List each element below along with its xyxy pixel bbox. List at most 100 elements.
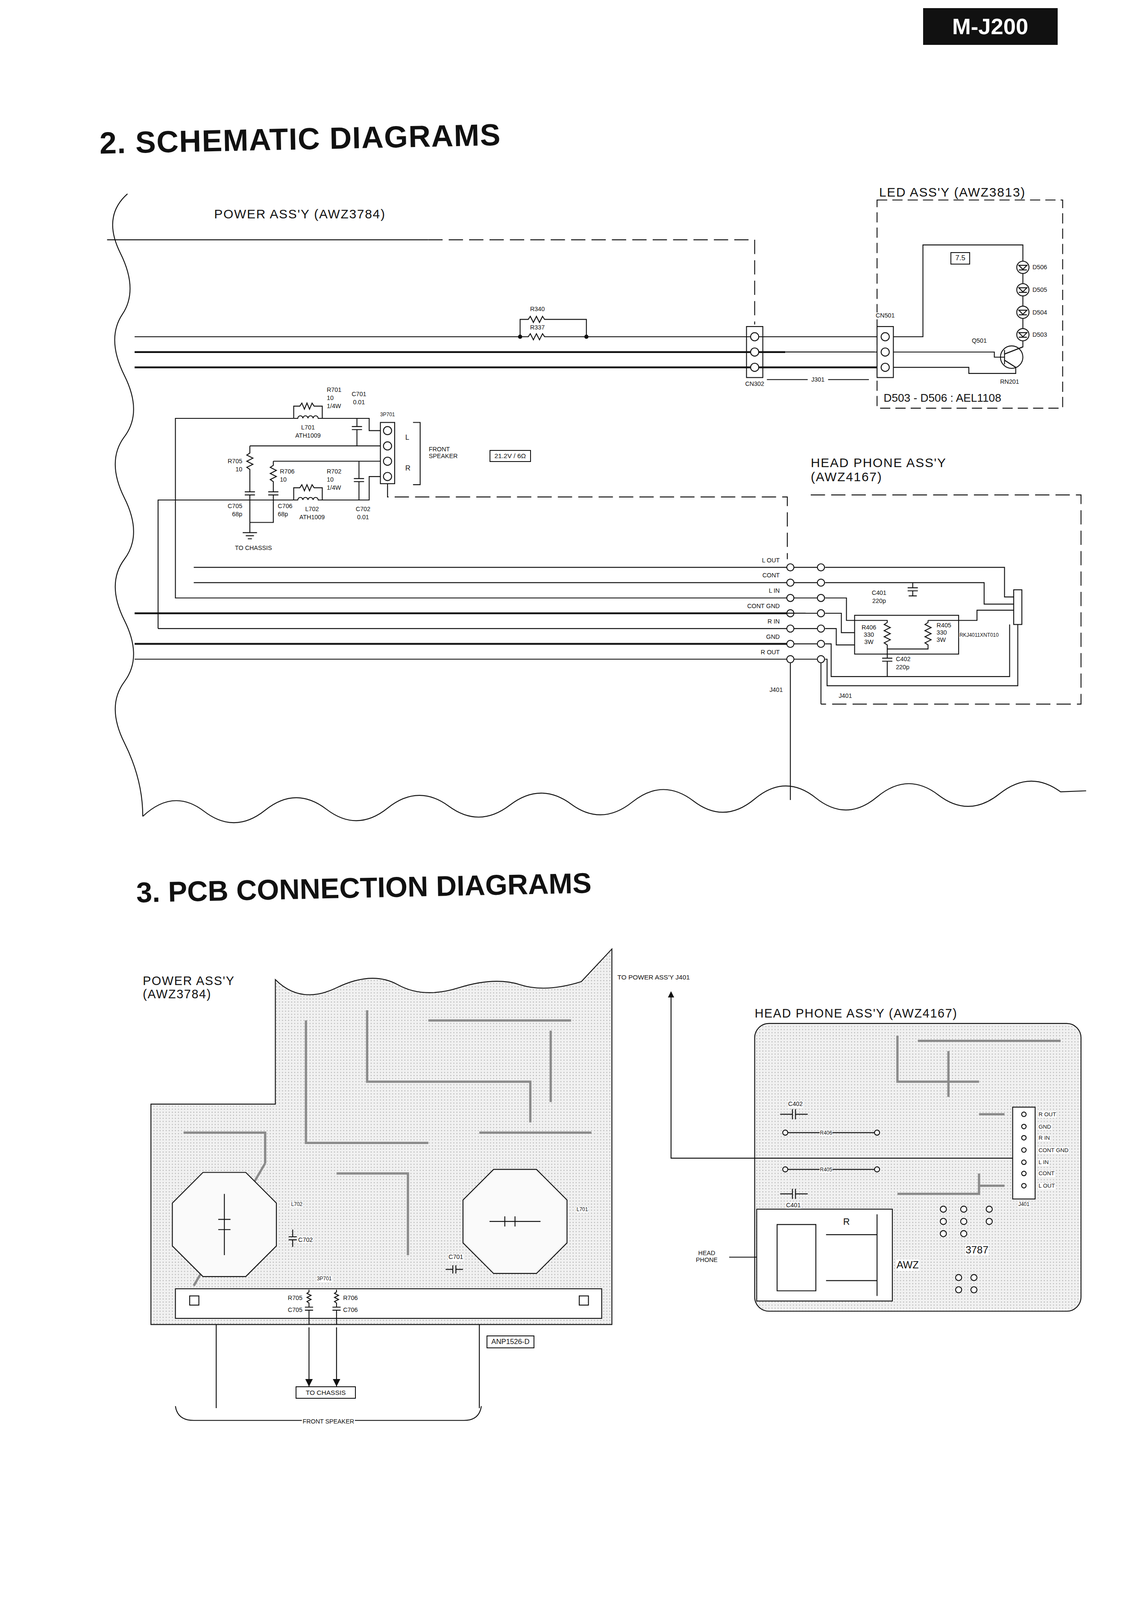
capacitor-symbol [288,1228,297,1247]
wire-connector [336,1326,338,1386]
wire [175,418,788,598]
title-anchor: 2. SCHEMATIC DIAGRAMS [98,117,502,160]
component-label: GND [765,633,781,641]
capacitor-symbol [445,1264,464,1273]
torn-edge [142,780,1086,823]
label-anchor: R405 [936,621,952,630]
component-label: R405 [936,622,952,630]
label-anchor: TO CHASSIS [234,543,273,552]
component-label: C701 [448,1253,464,1261]
label-anchor: C402 [895,654,911,663]
label-anchor: L702 [290,1199,303,1208]
resistor-symbol [520,316,587,337]
solder-pad [940,1205,993,1293]
label-anchor: R OUT [760,648,781,656]
label-anchor: C706 [277,501,293,510]
solder-pad [970,1286,977,1293]
component-label: TO POWER ASS'Y J401 [616,973,691,981]
solder-pad [986,1217,993,1224]
component-label: R702 [326,468,342,476]
label-anchor: L702 [304,504,320,513]
component-label: 10 [326,476,335,484]
label-anchor: R405 [819,1164,833,1173]
label-anchor: 10 [326,475,335,484]
led-symbol [1016,283,1030,297]
transistor-symbol [1004,346,1024,368]
led-symbol [1018,310,1027,315]
label-anchor: FRONT SPEAKER [428,445,467,460]
wire [874,351,1005,358]
solder-pad [955,1286,962,1293]
label-anchor: R340 [529,305,546,314]
label-anchor: AWZ [896,1258,920,1270]
shielded-wire [134,351,786,353]
assembly-border [387,483,788,560]
label-anchor: C701 [351,390,367,398]
connector-pin [786,624,795,633]
assembly-border [876,199,1063,408]
label-anchor: 0.01 [352,398,366,406]
label-anchor: R [842,1216,851,1227]
connector-pin [1021,1182,1027,1188]
component-label: C402 [895,655,911,663]
label-anchor: C402 [787,1099,804,1108]
label-anchor: L OUT [1038,1181,1056,1189]
component-label: 220p [871,597,887,605]
connector-pin [383,472,392,481]
connector-pin [1021,1123,1027,1129]
label-anchor: R IN [767,617,781,625]
component-label: 10 [326,394,335,402]
label-anchor: R406 [861,623,877,631]
label-anchor: 68p [277,510,289,518]
label-anchor: R705 [227,457,243,465]
shielded-wire [134,366,886,368]
assembly-heading: LED ASS'Y (AWZ3813) [879,185,1026,200]
component-label: L702 [304,505,320,513]
label-anchor: 220p [895,662,910,671]
component-label: L701 [576,1206,589,1212]
label-anchor: ATH1009 [294,431,321,440]
solder-pad [874,1166,880,1172]
component-label: D506 [1032,264,1048,272]
assembly-heading: POWER ASS'Y (AWZ3784) [142,973,250,1001]
label-anchor: R705 [287,1293,303,1302]
component-label: C702 [355,505,371,513]
label-anchor: J401 [768,685,784,694]
assembly-region: POWER ASS'Y (AWZ3784)21.2V / 6Ω [107,202,786,816]
board-outline [754,1023,1082,1311]
connector-pin [817,563,825,571]
label-anchor: CONT [1038,1169,1055,1177]
component-label: 68p [231,510,243,518]
component-label: R [842,1216,851,1227]
component-label: C401 [871,589,887,597]
box-text: 21.2V / 6Ω [494,451,526,460]
component-label: C706 [277,502,293,510]
resistor-symbol [244,445,256,533]
resistor-symbol [304,1289,314,1324]
resistor-symbol [887,609,1014,649]
component-label: 330 [936,629,948,637]
connector-pin [881,363,890,372]
component-label: D503 - D506 : AEL1108 [882,391,1002,405]
assembly-border [810,494,1082,704]
component-label: ATH1009 [299,514,326,522]
label-anchor: C401 [785,1200,801,1209]
label-anchor: 3. PCB CONNECTION DIAGRAMS [135,866,593,908]
terminal-strip [175,1288,602,1318]
connector-pin [881,332,890,341]
component-label: 68p [277,510,289,518]
label-anchor: 0.01 [356,513,370,522]
component-label: R OUT [760,648,781,656]
component-label: R406 [861,624,877,631]
box-text: 7.5 [955,254,966,262]
led-symbol [1018,287,1027,293]
resistor-network-outline [854,615,959,654]
connector-pin [750,347,759,356]
part-number-box: ANP1526-D [486,1334,535,1348]
connector-pin [1021,1159,1027,1165]
component-label: C705 [287,1306,303,1314]
led-symbol [1016,261,1030,274]
label-anchor: L OUT [761,556,781,564]
label-anchor: D505 [1032,285,1048,294]
